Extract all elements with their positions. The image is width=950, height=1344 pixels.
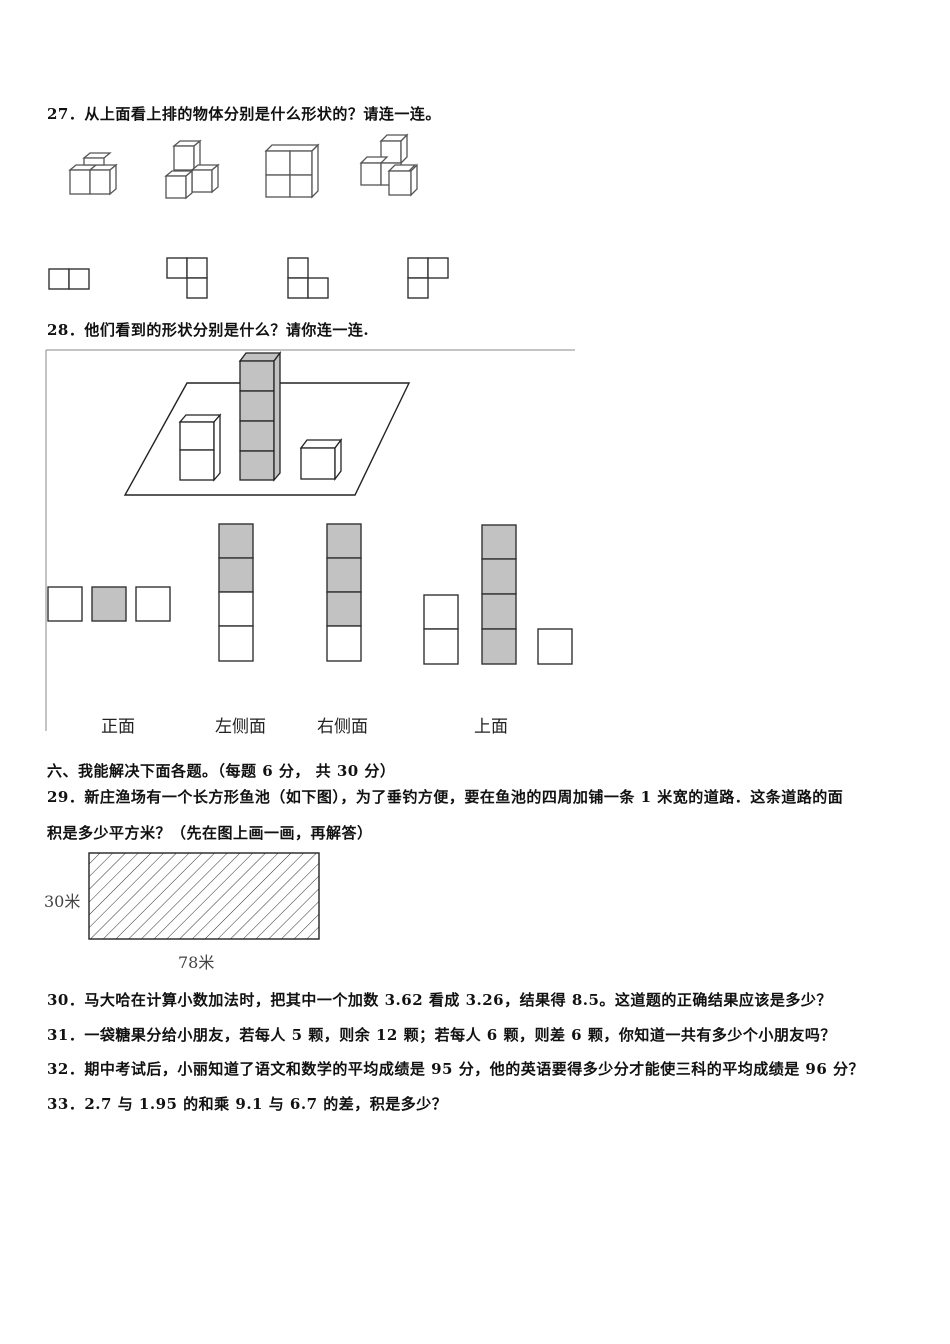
q28-top-view [423,524,573,665]
section-6-heading: 六、我能解决下面各题。（每题 6 分， 共 30 分） [47,762,396,780]
q27-cube-figure-4 [359,133,418,197]
q27-cube-figure-2 [164,139,220,200]
pond-height-label: 30米 [44,892,81,911]
fish-pond-rectangle [88,852,320,940]
label-top-view: 上面 [474,717,508,737]
q28-figure [45,349,575,731]
q28-right-view [326,523,362,662]
question-28: 28．他们看到的形状分别是什么？请你连一连. [47,321,370,339]
q27-cube-figure-1 [68,152,118,196]
q27-top-view-1 [48,268,90,290]
q27-cube-figure-3 [264,143,320,199]
label-left-view: 左侧面 [215,717,266,737]
label-right-view: 右侧面 [317,717,368,737]
pond-width-label: 78米 [178,953,215,972]
question-27: 27．从上面看上排的物体分别是什么形状的？请连一连。 [47,105,441,123]
label-front-view: 正面 [101,717,135,737]
q27-top-view-2 [166,257,208,299]
question-31: 31．一袋糖果分给小朋友，若每人 5 颗，则余 12 颗；若每人 6 颗，则差 … [47,1026,836,1044]
two-cube-stack [178,413,222,482]
question-32: 32．期中考试后，小丽知道了语文和数学的平均成绩是 95 分，他的英语要得多少分… [47,1060,865,1078]
question-30: 30．马大哈在计算小数加法时，把其中一个加数 3.62 看成 3.26，结果得 … [47,991,832,1009]
question-33: 33．2.7 与 1.95 的和乘 9.1 与 6.7 的差，积是多少？ [47,1095,448,1113]
four-cube-stack [238,351,282,482]
question-29-line-1: 29．新庄渔场有一个长方形鱼池（如下图），为了垂钓方便，要在鱼池的四周加铺一条 … [47,788,844,806]
q28-left-view [218,523,254,662]
single-cube [299,438,343,481]
q27-top-view-3 [287,257,329,299]
q28-front-view [47,586,171,622]
question-29-line-2: 积是多少平方米？（先在图上画一画，再解答） [47,824,373,842]
q27-top-view-4 [407,257,449,299]
